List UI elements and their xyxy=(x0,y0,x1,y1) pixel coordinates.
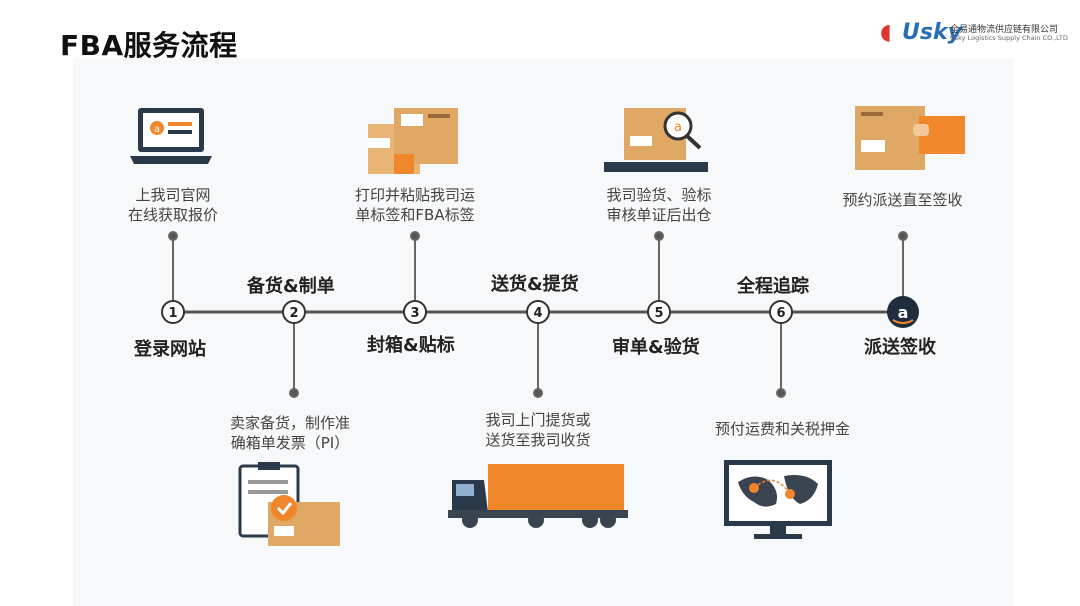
world-map-monitor-icon xyxy=(724,460,832,539)
logo-en-name: Usky Logistics Supply Chain CO.,LTD xyxy=(950,34,1068,42)
page-title: FBA服务流程 xyxy=(60,29,238,62)
step-label-7: 派送签收 xyxy=(864,337,936,358)
svg-text:a: a xyxy=(154,124,160,135)
node-final-amazon-icon: a xyxy=(887,296,919,328)
node-5: 5 xyxy=(647,300,671,324)
box-magnifier-icon: a xyxy=(604,108,708,172)
step-label-5: 审单&验货 xyxy=(612,337,700,358)
desc-node-5: 我司验货、验标审核单证后出仓 xyxy=(606,186,712,224)
clipboard-boxes-icon xyxy=(238,462,340,546)
box-delivery-icon xyxy=(855,106,965,170)
desc-node-2: 卖家备货，制作准确箱单发票（PI） xyxy=(229,414,350,452)
svg-text:a: a xyxy=(898,303,909,322)
svg-text:3: 3 xyxy=(410,306,419,321)
labeled-boxes-icon xyxy=(368,108,458,174)
desc-node-6: 预付运费和关税押金 xyxy=(714,420,850,438)
step-label-1: 登录网站 xyxy=(134,339,206,360)
logo-mark-icon: ◖ xyxy=(880,20,892,45)
step-label-4: 送货&提货 xyxy=(491,274,579,295)
logo-brand: Usky xyxy=(902,20,962,45)
laptop-icon: a xyxy=(130,108,212,164)
svg-text:4: 4 xyxy=(533,306,542,321)
step-label-2: 备货&制单 xyxy=(247,276,335,297)
node-2: 2 xyxy=(282,300,306,324)
node-6: 6 xyxy=(769,300,793,324)
svg-text:5: 5 xyxy=(654,306,663,321)
logo-cn-name: 全易通物流供应链有限公司 xyxy=(950,25,1059,35)
node-4: 4 xyxy=(526,300,550,324)
desc-node-7: 预约派送直至签收 xyxy=(842,191,963,209)
truck-icon xyxy=(448,464,628,528)
svg-text:1: 1 xyxy=(168,306,177,321)
svg-text:a: a xyxy=(674,120,682,135)
svg-text:6: 6 xyxy=(776,306,785,321)
desc-node-3: 打印并粘贴我司运单标签和FBA标签 xyxy=(354,186,475,224)
step-label-3: 封箱&贴标 xyxy=(367,335,455,356)
company-logo: ◖ Usky 全易通物流供应链有限公司 Usky Logistics Suppl… xyxy=(880,18,1068,50)
node-1: 1 xyxy=(161,300,185,324)
desc-node-4: 我司上门提货或送货至我司收货 xyxy=(485,411,591,449)
svg-text:2: 2 xyxy=(289,306,298,321)
desc-node-1: 上我司官网在线获取报价 xyxy=(127,186,218,224)
node-3: 3 xyxy=(403,300,427,324)
step-label-6: 全程追踪 xyxy=(737,276,809,297)
